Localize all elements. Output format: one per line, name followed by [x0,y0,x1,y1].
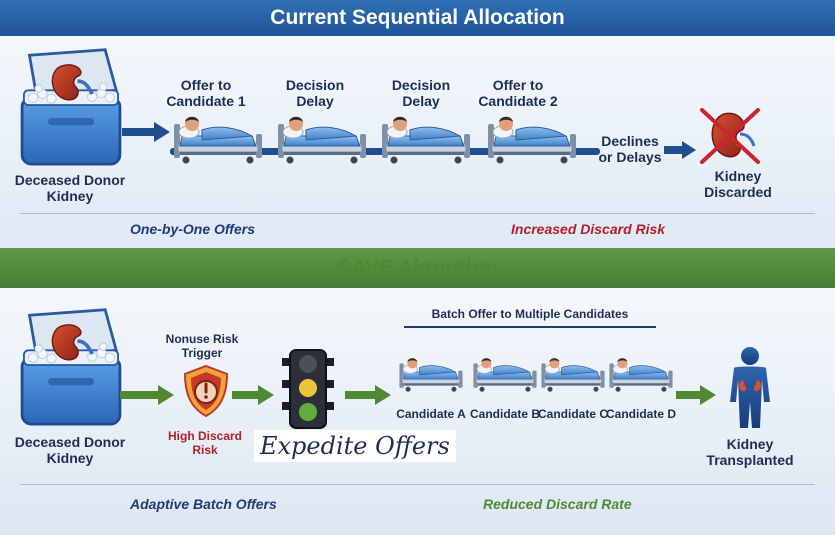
trigger-label: Nonuse Risk Trigger [165,332,239,360]
cooler-icon [20,46,122,166]
arrow-icon [345,385,391,405]
risk-label: High Discard Risk [167,429,242,457]
crossed-out-kidney-icon [700,108,760,164]
hospital-bed-icon [398,346,464,398]
cooler-icon [20,306,122,426]
declines-label: Declines or Delays [598,133,662,165]
candidate-a-label: Candidate A [396,407,466,421]
candidate-c-label: Candidate C [537,407,608,421]
candidate-d-label: Candidate D [605,407,676,421]
hospital-bed-icon [380,106,472,166]
bottom-section-panel [0,288,835,535]
step-decision-delay-1-label: Decision Delay [285,77,345,109]
batch-bracket [404,326,656,328]
bottom-divider [20,484,815,485]
hospital-bed-icon [172,106,264,166]
hospital-bed-icon [276,106,368,166]
traffic-light-icon [282,349,334,429]
bottom-outcome-label: Kidney Transplanted [706,436,794,468]
top-outcome-label: Kidney Discarded [704,168,772,200]
top-section-title: Current Sequential Allocation [0,0,835,36]
bottom-donor-label: Deceased Donor Kidney [14,434,126,466]
bottom-footer-right: Reduced Discard Rate [483,496,632,512]
arrow-icon [232,385,274,405]
arrow-icon [676,385,716,405]
hospital-bed-icon [608,346,674,398]
bottom-footer-left: Adaptive Batch Offers [130,496,277,512]
arrow-icon [664,141,696,159]
step-decision-delay-2-label: Decision Delay [391,77,451,109]
step-offer-candidate-1-label: Offer to Candidate 1 [166,77,246,109]
alert-shield-icon [183,364,229,418]
top-footer-left: One-by-One Offers [130,221,255,237]
top-donor-label: Deceased Donor Kidney [14,172,126,204]
arrow-icon [120,385,174,405]
hospital-bed-icon [486,106,578,166]
bottom-section-title: SAVE Algorithm [0,248,835,288]
top-footer-right: Increased Discard Risk [511,221,666,237]
human-body-icon [730,347,770,428]
arrow-icon [122,122,170,142]
step-offer-candidate-2-label: Offer to Candidate 2 [478,77,558,109]
candidate-b-label: Candidate B [469,407,540,421]
expedite-offers-label: Expedite Offers [254,430,456,462]
hospital-bed-icon [472,346,538,398]
batch-offer-label: Batch Offer to Multiple Candidates [431,307,629,321]
hospital-bed-icon [540,346,606,398]
top-divider [20,213,815,214]
